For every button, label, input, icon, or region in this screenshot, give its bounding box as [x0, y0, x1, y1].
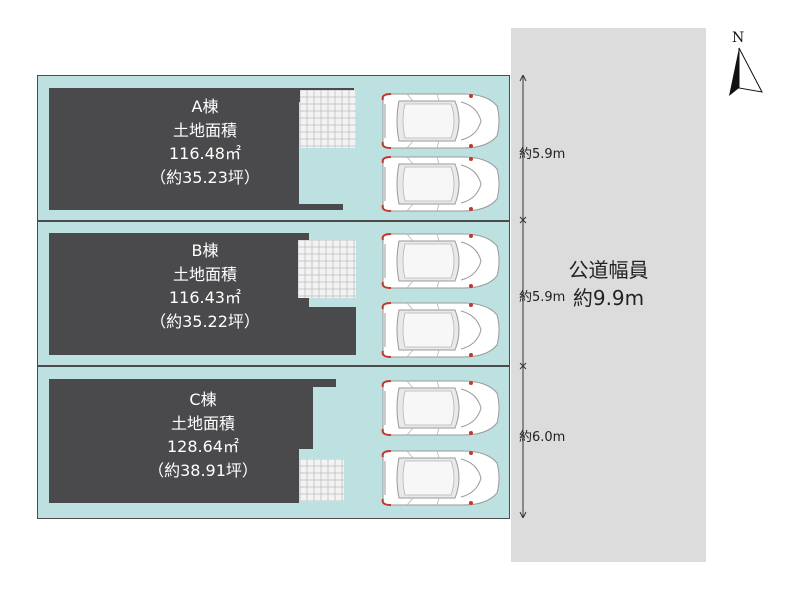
lot-b-frontage-label: 約5.9m [519, 290, 566, 305]
lot-c-approach-paving [299, 458, 344, 502]
lot-c-area-tsubo: （約38.91坪） [148, 460, 258, 480]
lot-a-car-1 [377, 92, 501, 150]
road-label-title: 公道幅員 [568, 258, 649, 282]
lot-a-area-m2: 116.48㎡ [169, 144, 241, 163]
lot-a-area-label: 土地面積 [172, 120, 237, 140]
lot-a-name: A棟 [191, 97, 219, 116]
lot-a-house [49, 88, 354, 210]
lot-c-frontage-label: 約6.0m [519, 430, 566, 445]
lot-b-area-tsubo: （約35.22坪） [150, 311, 260, 331]
lot-a-car-2 [377, 155, 501, 213]
lot-a: A棟 土地面積 116.48㎡ （約35.23坪） [37, 75, 510, 221]
lot-b-area-label: 土地面積 [172, 264, 237, 284]
lot-c-area-label: 土地面積 [170, 413, 235, 433]
lot-c-label: C棟 土地面積 128.64㎡ （約38.91坪） [118, 388, 288, 482]
lot-c-car-2 [377, 449, 501, 507]
lot-b-approach-paving [297, 239, 356, 298]
lot-b-car-1 [377, 232, 501, 290]
lot-c-car-1 [377, 379, 501, 437]
lot-b: B棟 土地面積 116.43㎡ （約35.22坪） [37, 221, 510, 366]
lot-c-area-m2: 128.64㎡ [167, 437, 239, 456]
lot-a-approach-paving [299, 89, 357, 148]
lot-b-name: B棟 [191, 241, 219, 260]
frontage-dimension-line [519, 75, 527, 518]
public-road [511, 28, 706, 562]
lot-b-area-m2: 116.43㎡ [169, 288, 241, 307]
lot-b-car-2 [377, 301, 501, 359]
road-width-label: 公道幅員 約9.9m [511, 256, 706, 312]
north-arrow-icon [729, 47, 763, 96]
lot-a-area-tsubo: （約35.23坪） [150, 167, 260, 187]
north-label: N [732, 30, 745, 46]
lot-c-name: C棟 [189, 390, 217, 409]
lot-c: C棟 土地面積 128.64㎡ （約38.91坪） [37, 366, 510, 519]
lot-a-label: A棟 土地面積 116.48㎡ （約35.23坪） [120, 95, 290, 189]
road-label-width: 約9.9m [572, 286, 645, 310]
lot-b-label: B棟 土地面積 116.43㎡ （約35.22坪） [120, 239, 290, 333]
lot-b-house [49, 233, 356, 355]
lot-a-frontage-label: 約5.9m [519, 147, 566, 162]
lot-c-house [49, 379, 336, 503]
